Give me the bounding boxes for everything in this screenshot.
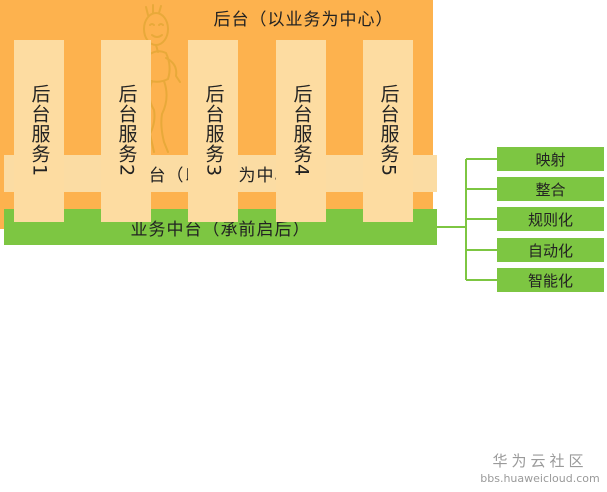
watermark-name: 华为云社区: [492, 452, 588, 470]
capability-automation: 自动化: [497, 238, 604, 262]
service-box-1: 后台服务1: [14, 40, 64, 222]
service-box-4: 后台服务4: [276, 40, 326, 222]
watermark: 华为云社区 bbs.huaweicloud.com: [480, 450, 600, 485]
capability-label: 映射: [535, 150, 566, 169]
capability-integration: 整合: [497, 177, 604, 201]
service-label: 后台服务4: [290, 84, 313, 178]
back-layer-label: 后台（以业务为中心）: [213, 10, 394, 30]
capability-label: 智能化: [527, 271, 573, 290]
middle-layer-label: 业务中台（承前启后）: [130, 219, 311, 240]
capability-label: 自动化: [527, 241, 573, 260]
service-box-2: 后台服务2: [101, 40, 151, 222]
capability-intelligence: 智能化: [497, 268, 604, 292]
service-label: 后台服务3: [202, 84, 225, 178]
capability-rules: 规则化: [497, 207, 604, 231]
service-label: 后台服务1: [28, 84, 51, 178]
back-layer: 后台（以业务为中心） 后台服务1 后台服务2 后台服务3 后台服务4 后台服务5: [0, 0, 433, 229]
service-box-3: 后台服务3: [188, 40, 238, 222]
capability-label: 规则化: [527, 210, 573, 229]
watermark-url: bbs.huaweicloud.com: [480, 472, 600, 485]
service-box-5: 后台服务5: [363, 40, 413, 222]
service-label: 后台服务5: [377, 84, 400, 178]
capability-mapping: 映射: [497, 147, 604, 171]
capability-label: 整合: [535, 180, 566, 199]
service-label: 后台服务2: [115, 84, 138, 178]
